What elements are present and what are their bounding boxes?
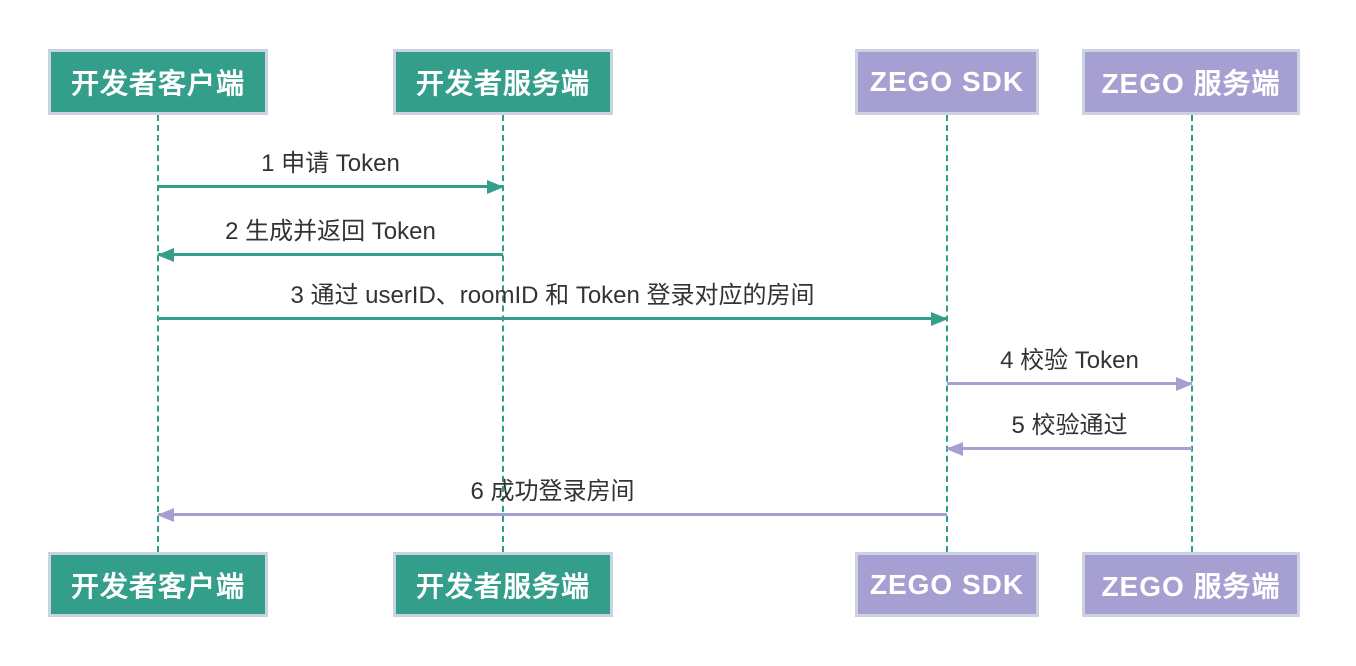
lifeline-zego-sdk [946, 115, 948, 552]
message-5-line [947, 447, 1192, 450]
actor-label: 开发者服务端 [415, 68, 590, 99]
message-3-label: 3 通过 userID、roomID 和 Token 登录对应的房间 [290, 282, 815, 309]
message-1-arrowhead-icon [487, 180, 504, 194]
actor-top-dev-client: 开发者客户端 [48, 49, 268, 115]
message-2-line [158, 253, 503, 256]
actor-bottom-dev-server: 开发者服务端 [393, 552, 613, 617]
message-1-label: 1 申请 Token [261, 150, 400, 177]
message-3-arrowhead-icon [931, 312, 948, 326]
actor-top-dev-server: 开发者服务端 [393, 49, 613, 115]
message-5-label: 5 校验通过 [1011, 412, 1128, 439]
lifeline-dev-server [502, 115, 504, 552]
message-4-line [947, 382, 1192, 385]
actor-label: ZEGO 服务端 [1101, 68, 1281, 99]
actor-label: ZEGO 服务端 [1101, 570, 1281, 602]
message-3-line [158, 317, 947, 320]
message-4-arrowhead-icon [1176, 377, 1193, 391]
message-4-label: 4 校验 Token [1000, 347, 1139, 374]
message-2-label: 2 生成并返回 Token [225, 218, 436, 245]
lifeline-zego-server [1191, 115, 1193, 552]
message-2-arrowhead-icon [157, 248, 174, 262]
actor-label: 开发者客户端 [70, 68, 245, 99]
actor-bottom-zego-sdk: ZEGO SDK [855, 552, 1039, 617]
actor-bottom-zego-server: ZEGO 服务端 [1082, 552, 1300, 617]
message-1-line [158, 185, 503, 188]
actor-label: 开发者客户端 [70, 570, 245, 602]
message-5-arrowhead-icon [946, 442, 963, 456]
actor-label: ZEGO SDK [869, 568, 1025, 600]
message-6-label: 6 成功登录房间 [470, 478, 635, 505]
actor-top-zego-sdk: ZEGO SDK [855, 49, 1039, 115]
message-6-arrowhead-icon [157, 508, 174, 522]
actor-top-zego-server: ZEGO 服务端 [1082, 49, 1300, 115]
lifeline-dev-client [157, 115, 159, 552]
actor-label: 开发者服务端 [415, 570, 590, 602]
actor-label: ZEGO SDK [869, 66, 1025, 97]
actor-bottom-dev-client: 开发者客户端 [48, 552, 268, 617]
message-6-line [158, 513, 947, 516]
